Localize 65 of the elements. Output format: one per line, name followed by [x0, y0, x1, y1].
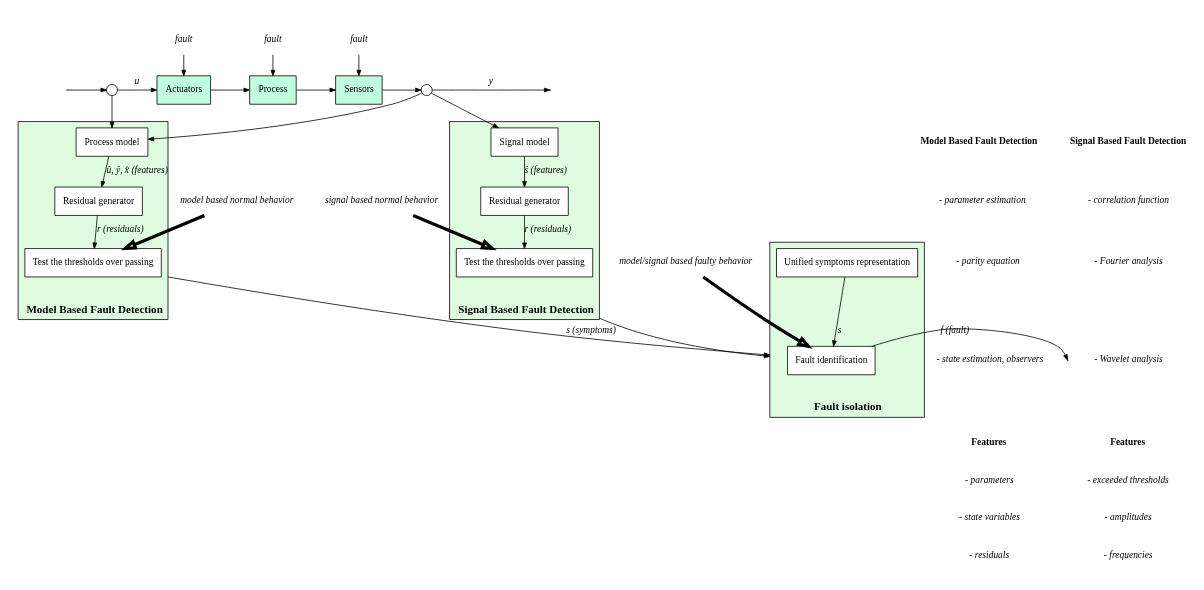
node-circle: [420, 83, 433, 96]
node-text: model/signal based faulty behavior: [619, 255, 753, 266]
label: Features: [1110, 436, 1146, 447]
edge-label: s (symptoms): [566, 324, 616, 335]
arrow: [522, 214, 527, 249]
node-box: Signal model: [490, 127, 559, 157]
node-text: fault: [175, 33, 193, 44]
arrow: [356, 53, 362, 76]
label: - state variables: [959, 511, 1021, 522]
node-text: fault: [350, 33, 368, 44]
arrow: [522, 155, 527, 187]
node-box: Process: [249, 74, 297, 105]
node-box: Residual generator: [480, 186, 569, 216]
edge-label: ŝ (features): [524, 164, 567, 175]
arrow: [181, 53, 187, 76]
label: - parity equation: [956, 255, 1020, 266]
label: - residuals: [969, 549, 1010, 560]
arrow: [431, 87, 551, 92]
node-box: Unified symptoms representation: [776, 247, 919, 277]
arrow: [296, 87, 336, 92]
edge-label: f (fault): [940, 324, 970, 335]
arrow: [210, 87, 250, 92]
arrow: [117, 87, 158, 92]
label: Model Based Fault Detection: [920, 135, 1038, 146]
edge-label: s: [837, 324, 842, 335]
arrow: [412, 213, 497, 250]
label: - amplitudes: [1104, 511, 1152, 522]
node-text: signal based normal behavior: [324, 194, 439, 205]
label: Features: [971, 436, 1007, 447]
label: Signal Based Fault Detection: [1069, 135, 1187, 146]
node-text: fault: [264, 33, 282, 44]
label: - correlation function: [1088, 194, 1170, 205]
arrow: [92, 214, 98, 249]
edge-label: r (residuals): [524, 223, 572, 234]
edge-label: û, ŷ, x̂ (features): [106, 164, 168, 175]
arrow: [67, 87, 107, 92]
edge-label: r (residuals): [97, 223, 144, 234]
arrow: [832, 276, 846, 347]
arrow: [431, 92, 499, 128]
arrow: [147, 92, 423, 141]
label: - Fourier analysis: [1094, 255, 1163, 266]
node-box: Process model: [75, 127, 149, 157]
arrow: [702, 275, 813, 349]
edge-label: u: [134, 75, 140, 86]
node-text: model based normal behavior: [180, 194, 294, 205]
arrow: [109, 94, 115, 128]
label: - exceeded thresholds: [1087, 474, 1169, 484]
node-box: Test the thresholds over passing: [455, 247, 594, 277]
arrow: [270, 53, 276, 76]
arrow: [121, 213, 206, 250]
label: - Wavelet analysis: [1094, 353, 1163, 364]
arrow: [100, 155, 110, 187]
label: - parameters: [965, 474, 1014, 484]
label: - parameter estimation: [938, 194, 1026, 205]
node-box: Residual generator: [54, 186, 143, 216]
edge-label: y: [488, 75, 494, 86]
node-box: Test the thresholds over passing: [24, 247, 162, 277]
label: - state estimation, observers: [936, 353, 1044, 364]
label: - frequencies: [1103, 549, 1153, 560]
node-box: Fault identification: [787, 345, 876, 375]
node-box: Sensors: [335, 74, 383, 105]
arrow: [871, 327, 1069, 361]
node-box: Actuators: [156, 74, 211, 105]
arrow: [381, 87, 422, 92]
node-circle: [106, 83, 118, 96]
